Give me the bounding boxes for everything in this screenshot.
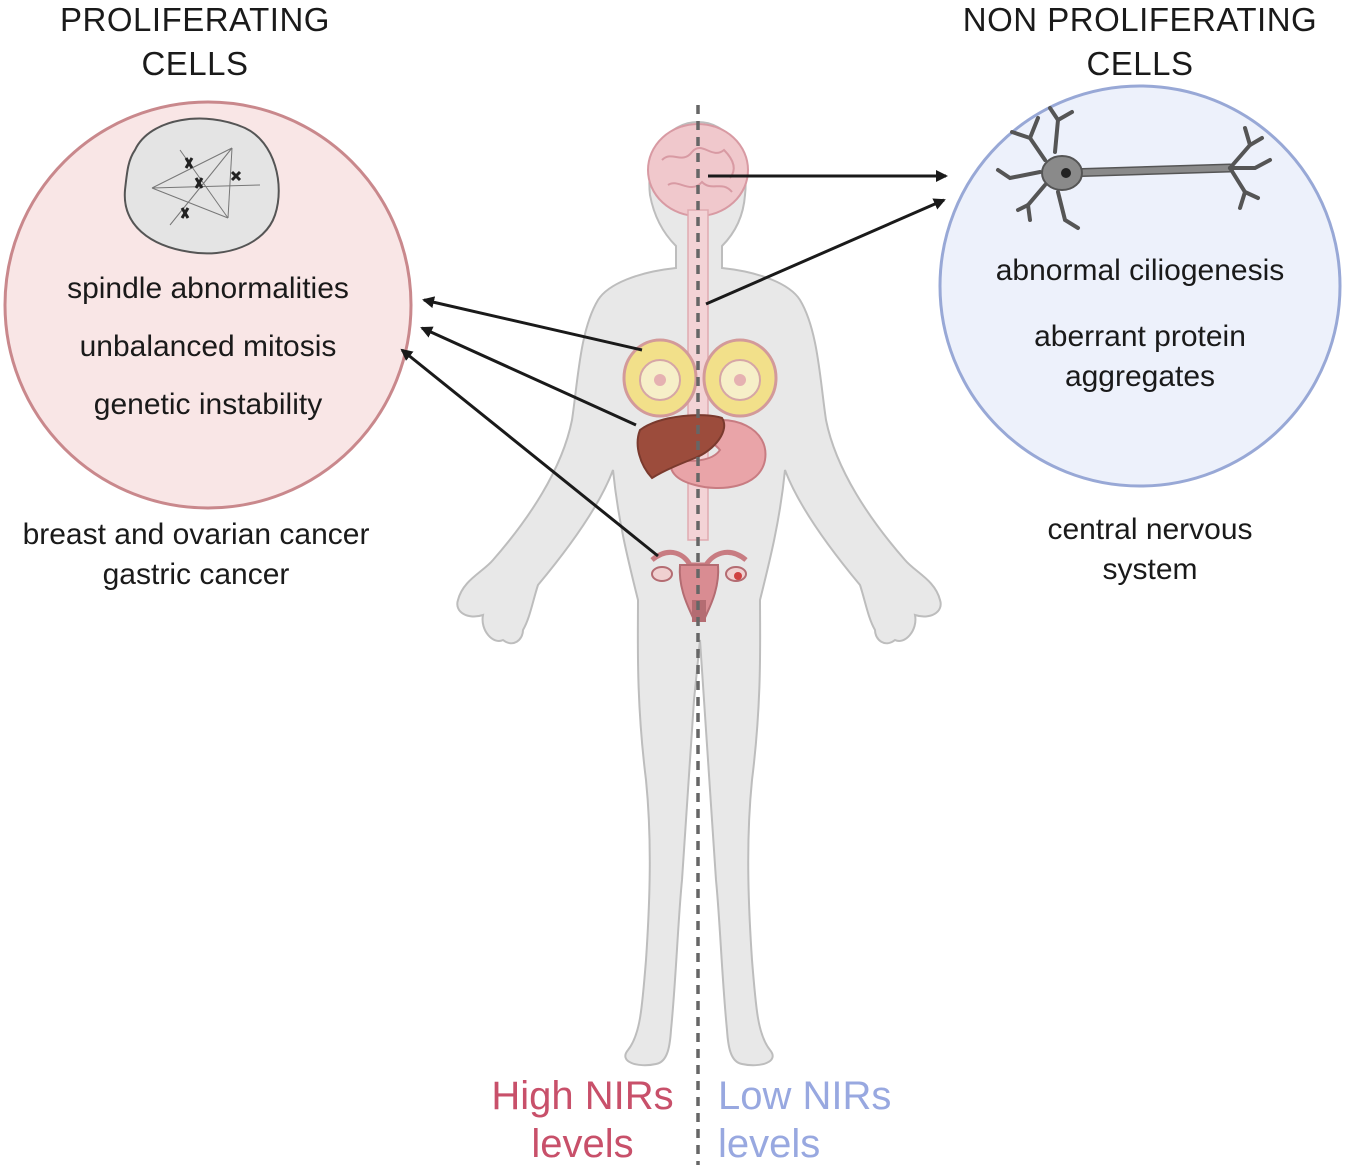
legend-line: levels bbox=[531, 1122, 634, 1166]
proliferating-cells-heading: PROLIFERATING CELLS bbox=[30, 0, 360, 86]
breast-left-icon bbox=[622, 338, 698, 418]
disease-item: breast and ovarian cancer bbox=[22, 518, 370, 551]
mitotic-spindle-icon bbox=[123, 117, 280, 255]
high-nirs-label: High NIRs levels bbox=[470, 1072, 695, 1168]
arrow-spinal-to-neuron bbox=[705, 198, 946, 306]
neuron-icon bbox=[996, 106, 1272, 230]
effect-item: spindle abnormalities bbox=[67, 272, 349, 305]
liver-icon bbox=[636, 414, 725, 480]
heading-line: PROLIFERATING bbox=[60, 1, 330, 38]
legend-line: levels bbox=[718, 1122, 821, 1166]
non-proliferating-cells-heading: NON PROLIFERATING CELLS bbox=[930, 0, 1349, 86]
heading-line: CELLS bbox=[1086, 45, 1194, 82]
tissues-note: central nervous system bbox=[1000, 510, 1300, 590]
effect-item: genetic instability bbox=[93, 388, 323, 421]
heading-line: NON PROLIFERATING bbox=[962, 1, 1318, 38]
heading-line: CELLS bbox=[141, 45, 249, 82]
effect-item: aggregates bbox=[1064, 360, 1216, 393]
proliferating-cells-circle bbox=[3, 100, 413, 510]
stomach-icon bbox=[670, 419, 767, 489]
arrow-breast-to-proliferating bbox=[422, 296, 643, 352]
tissue-item: central nervous bbox=[1047, 513, 1253, 546]
low-nirs-label: Low NIRs levels bbox=[718, 1072, 938, 1168]
diseases-note: breast and ovarian cancer gastric cancer bbox=[0, 515, 392, 595]
effect-item: abnormal ciliogenesis bbox=[995, 254, 1285, 287]
arrows bbox=[400, 170, 948, 558]
legend-line: High NIRs bbox=[491, 1074, 674, 1118]
breast-right-icon bbox=[702, 338, 778, 418]
non-proliferating-effects-list: abnormal ciliogenesis aberrant protein a… bbox=[960, 252, 1320, 396]
effect-item: aberrant protein bbox=[1034, 320, 1246, 353]
disease-item: gastric cancer bbox=[102, 558, 290, 591]
arrow-liver-to-proliferating bbox=[420, 326, 637, 427]
effect-item: unbalanced mitosis bbox=[79, 330, 337, 363]
legend-line: Low NIRs bbox=[718, 1074, 892, 1118]
proliferating-effects-list: spindle abnormalities unbalanced mitosis… bbox=[30, 270, 386, 444]
tissue-item: system bbox=[1102, 553, 1198, 586]
arrow-uterus-to-proliferating bbox=[400, 348, 659, 558]
